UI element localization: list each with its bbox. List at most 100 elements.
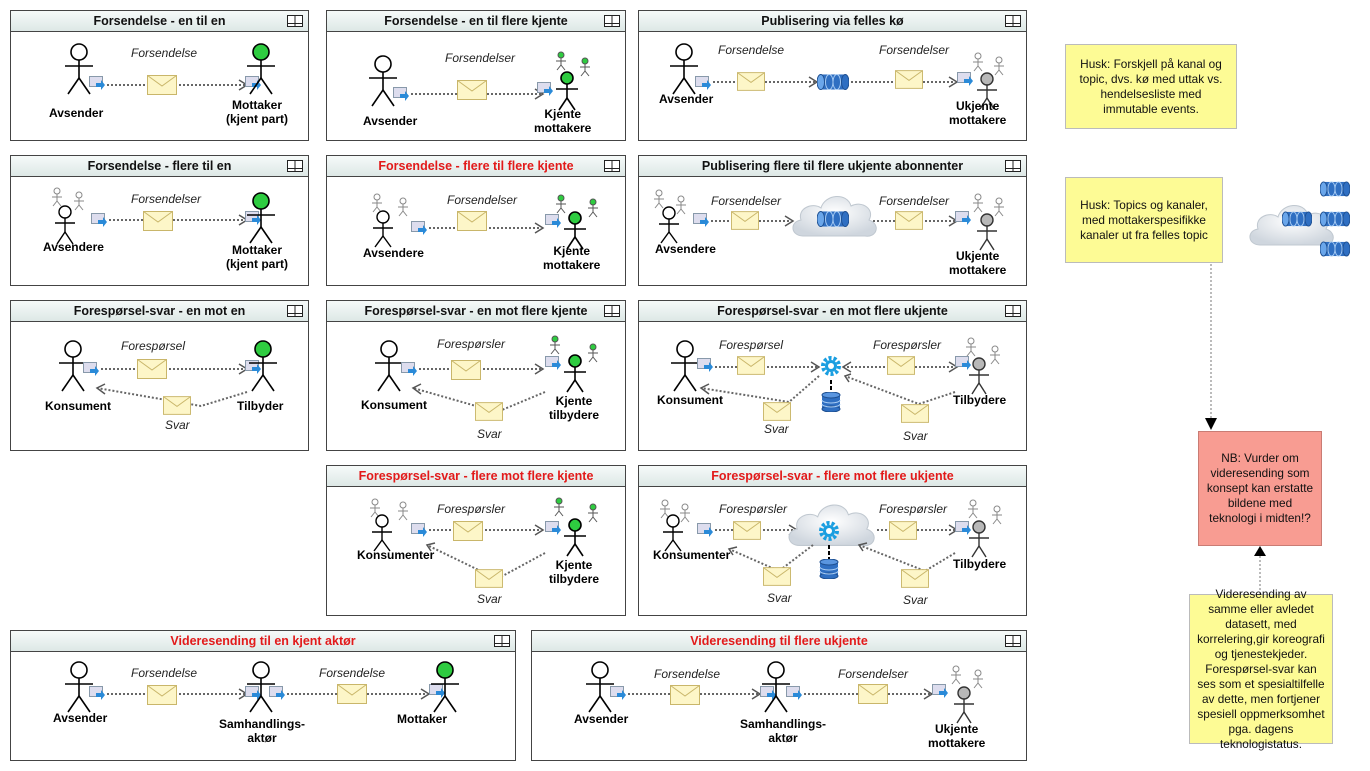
diagram-area	[660, 499, 1002, 588]
message-label: Forsendelser	[131, 192, 202, 206]
message-label: Forsendelse	[319, 666, 386, 680]
actor-label: Avsender	[574, 712, 629, 726]
book-icon[interactable]	[604, 305, 620, 317]
note-connector	[1254, 546, 1266, 594]
actor-label: Tilbydere	[953, 557, 1007, 571]
panel-title: Forespørsel-svar - en mot flere ukjente	[639, 301, 1026, 322]
queue-icon	[1282, 211, 1312, 227]
message-label: Forespørsler	[873, 338, 942, 352]
queue-icon	[1320, 211, 1350, 227]
actor-label: Konsument	[45, 399, 111, 413]
message-label: Forsendelser	[838, 667, 909, 681]
diagram-area	[65, 661, 459, 713]
book-icon[interactable]	[1005, 15, 1021, 27]
actor-label: Kjente tilbydere	[549, 558, 600, 586]
actor-label: Konsument	[361, 398, 427, 412]
book-icon[interactable]	[287, 160, 303, 172]
actor-label: Kjente tilbydere	[549, 394, 600, 422]
actor-label: Avsendere	[363, 246, 424, 260]
panel-foresporsel-svar-flere-mot-flere-ukjente: Forespørsel-svar - flere mot flere ukjen…	[638, 465, 1027, 616]
diagram-area	[65, 43, 275, 95]
panel-title: Publisering via felles kø	[639, 11, 1026, 32]
message-label: Svar	[764, 422, 789, 436]
diagram-area	[670, 43, 1004, 110]
book-icon[interactable]	[287, 305, 303, 317]
message-label: Forsendelse	[131, 666, 198, 680]
message-label: Forsendelser	[879, 194, 950, 208]
actor-label: Avsender	[363, 114, 418, 128]
message-label: Forespørsler	[879, 502, 948, 516]
panel-title: Forsendelse - en til flere kjente	[327, 11, 625, 32]
panel-title: Publisering flere til flere ukjente abon…	[639, 156, 1026, 177]
actor-label: Konsument	[657, 393, 723, 407]
note-videresending-forklaring[interactable]: Videresending av samme eller avledet dat…	[1189, 587, 1333, 751]
queue-icon	[817, 210, 849, 228]
actor-label: Avsender	[659, 92, 714, 106]
book-icon[interactable]	[604, 160, 620, 172]
actor-label: Konsumenter	[653, 548, 731, 562]
panel-title: Forespørsel-svar - en mot en	[11, 301, 308, 322]
message-label: Forsendelser	[445, 51, 516, 65]
message-label: Forespørsler	[437, 502, 506, 516]
actor-label: Mottaker (kjent part)	[226, 243, 289, 271]
message-label: Forespørsler	[719, 502, 788, 516]
diagram-area	[586, 661, 983, 724]
book-icon[interactable]	[494, 635, 510, 647]
message-label: Svar	[903, 593, 928, 607]
book-icon[interactable]	[287, 15, 303, 27]
message-label: Forsendelse	[718, 43, 785, 57]
note-videresending-vurder[interactable]: NB: Vurder om videresending som konsept …	[1198, 431, 1322, 546]
panel-foresporsel-svar-flere-mot-flere-kjente: Forespørsel-svar - flere mot flere kjent…	[326, 465, 626, 616]
diagram-area	[52, 187, 275, 245]
queue-icon	[1320, 241, 1350, 257]
panel-title: Forsendelse - en til en	[11, 11, 308, 32]
panel-title: Forespørsel-svar - flere mot flere ukjen…	[639, 466, 1026, 487]
note-kanal-topic[interactable]: Husk: Forskjell på kanal og topic, dvs. …	[1065, 44, 1237, 129]
message-label: Svar	[767, 591, 792, 605]
panel-foresporsel-svar-en-mot-flere-ukjente: Forespørsel-svar - en mot flere ukjente …	[638, 300, 1027, 451]
actor-label: Kjente mottakere	[534, 107, 592, 135]
message-label: Svar	[477, 427, 502, 441]
actor-label: Avsendere	[43, 240, 104, 254]
note-text: Husk: Topics og kanaler, med mottakerspe…	[1080, 197, 1208, 242]
actor-label: Avsender	[53, 711, 108, 725]
panel-forsendelse-en-til-en: Forsendelse - en til en Forsendelse Avse…	[10, 10, 309, 141]
book-icon[interactable]	[1005, 305, 1021, 317]
panel-forsendelse-flere-til-flere-kjente: Forsendelse - flere til flere kjente For…	[326, 155, 626, 286]
panel-publisering-flere-til-flere: Publisering flere til flere ukjente abon…	[638, 155, 1027, 286]
message-label: Svar	[477, 592, 502, 606]
diagram-area	[370, 497, 598, 588]
book-icon[interactable]	[1005, 160, 1021, 172]
message-label: Forsendelser	[879, 43, 950, 57]
note-text: NB: Vurder om videresending som konsept …	[1206, 451, 1314, 525]
message-label: Forsendelse	[131, 46, 198, 60]
note-topics-kanaler[interactable]: Husk: Topics og kanaler, med mottakerspe…	[1065, 177, 1223, 263]
actor-label: Mottaker	[397, 712, 448, 726]
actor-label: Avsender	[49, 106, 104, 120]
actor-icon	[65, 43, 93, 95]
actor-label: Ukjente mottakere	[949, 249, 1007, 277]
note-connector	[1205, 264, 1217, 430]
gear-icon	[821, 356, 841, 376]
panel-videresending-kjent-aktor: Videresending til en kjent aktør Forsend…	[10, 630, 516, 761]
message-label: Svar	[165, 418, 190, 432]
panel-forsendelse-flere-til-en: Forsendelse - flere til en Forsendelser …	[10, 155, 309, 286]
message-label: Forsendelser	[447, 193, 518, 207]
actor-label: Samhandlings- aktør	[219, 717, 306, 745]
message-label: Forsendelse	[654, 667, 721, 681]
queue-icon	[1320, 181, 1350, 197]
cloud-queues-graphic	[1249, 181, 1350, 257]
panel-title: Videresending til flere ukjente	[532, 631, 1026, 652]
diagram-area	[671, 337, 1000, 423]
envelope-icon	[147, 75, 177, 95]
panel-foresporsel-svar-en-mot-en: Forespørsel-svar - en mot en Forespørsel…	[10, 300, 309, 451]
actor-label: Samhandlings- aktør	[740, 717, 827, 745]
actor-label: Avsendere	[655, 242, 716, 256]
book-icon[interactable]	[604, 15, 620, 27]
message-label: Svar	[903, 429, 928, 443]
panel-title: Videresending til en kjent aktør	[11, 631, 515, 652]
panel-title: Forespørsel-svar - flere mot flere kjent…	[327, 466, 625, 487]
actor-known-icon	[247, 43, 275, 95]
book-icon[interactable]	[1005, 635, 1021, 647]
panel-title: Forsendelse - flere til flere kjente	[327, 156, 625, 177]
